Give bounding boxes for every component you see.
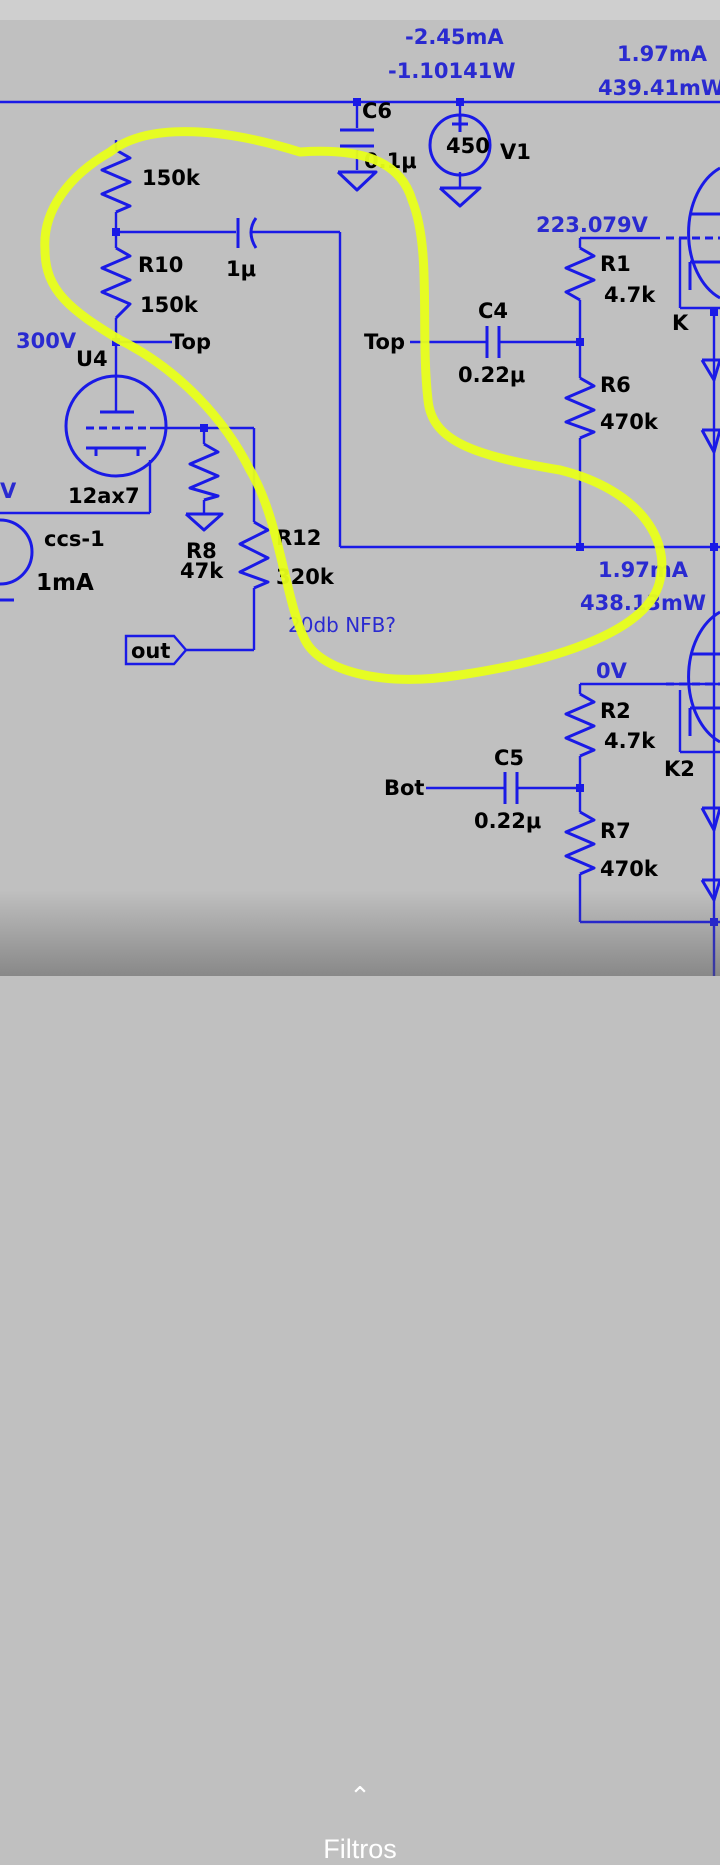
bias-partial-label: V (0, 479, 17, 503)
chevron-up-icon[interactable]: ⌃ (349, 1782, 371, 1812)
r7-value: 470k (600, 857, 659, 881)
net-labels: Top Top Bot out (131, 330, 424, 800)
cap-1u-value: 1μ (226, 257, 256, 281)
highlight-loop (40, 127, 667, 684)
r12-label: R12 (276, 526, 321, 550)
resistor-top-150k (100, 148, 132, 214)
resistor-r1 (564, 246, 596, 302)
r1-label: R1 (600, 252, 631, 276)
r2-label: R2 (600, 699, 631, 723)
tube-upper-right (666, 166, 720, 454)
r2-value: 4.7k (604, 729, 656, 753)
net-label-top-mid: Top (364, 330, 405, 354)
readout-labels: -2.45mA -1.10141W 1.97mA 439.41mW 223.07… (0, 25, 720, 683)
ccs-value: 1mA (36, 570, 94, 596)
k2-label: K2 (664, 757, 695, 781)
resistor-r7 (564, 810, 596, 876)
capacitor-c5 (503, 772, 519, 804)
bot-current-readout: 1.97mA (598, 558, 689, 582)
component-labels: C6 0.1μ 450 V1 150k R10 150k 1μ U4 12ax7… (36, 99, 695, 881)
r10-label: R10 (138, 253, 183, 277)
node-300v-label: 300V (16, 329, 77, 353)
r10-value: 150k (140, 293, 199, 317)
c6-label: C6 (362, 99, 392, 123)
net-label-bot: Bot (384, 776, 424, 800)
u4-label: U4 (76, 347, 108, 371)
resistor-r2 (564, 692, 596, 758)
c4-value: 0.22μ (458, 363, 525, 387)
r7-label: R7 (600, 819, 631, 843)
voltage-source-v1 (428, 113, 492, 208)
tube-lower-right (666, 610, 720, 902)
tube-u4 (64, 374, 168, 478)
current-source-ccs (0, 518, 34, 602)
r8-label: R8 (186, 539, 217, 563)
resistor-r6 (564, 376, 596, 440)
capacitor-c6 (336, 128, 378, 192)
capacitor-c4 (485, 326, 501, 358)
top-power-readout: 439.41mW (598, 76, 720, 100)
r6-value: 470k (600, 410, 659, 434)
top-fade (0, 0, 720, 20)
r8-value: 47k (180, 559, 224, 583)
u4-model: 12ax7 (68, 484, 140, 508)
node-bot-voltage: 0V (596, 659, 628, 683)
v1-power-readout: -1.10141W (388, 59, 516, 83)
k-label: K (672, 311, 689, 335)
v1-label: V1 (500, 140, 531, 164)
c5-value: 0.22μ (474, 809, 541, 833)
capacitor-1u (236, 217, 258, 249)
resistor-r10 (100, 246, 132, 320)
node-top-voltage: 223.079V (536, 213, 649, 237)
v1-value: 450 (446, 134, 490, 158)
top-current-readout: 1.97mA (617, 42, 708, 66)
c5-label: C5 (494, 746, 524, 770)
ccs-label: ccs-1 (44, 527, 105, 551)
v1-current-readout: -2.45mA (405, 25, 504, 49)
r1-value: 4.7k (604, 283, 656, 307)
filtros-button[interactable]: Filtros (323, 1834, 397, 1864)
net-flag-out (124, 634, 188, 666)
r-top-value: 150k (142, 166, 201, 190)
c4-label: C4 (478, 299, 508, 323)
resistor-r8 (185, 442, 224, 532)
net-label-top-left: Top (170, 330, 211, 354)
schematic-diagram: -2.45mA -1.10141W 1.97mA 439.41mW 223.07… (0, 0, 720, 976)
net-label-out: out (131, 639, 170, 663)
bottom-sheet-handle[interactable]: ⌃ Filtros (0, 890, 720, 1864)
r6-label: R6 (600, 373, 631, 397)
resistor-r12 (238, 520, 270, 590)
